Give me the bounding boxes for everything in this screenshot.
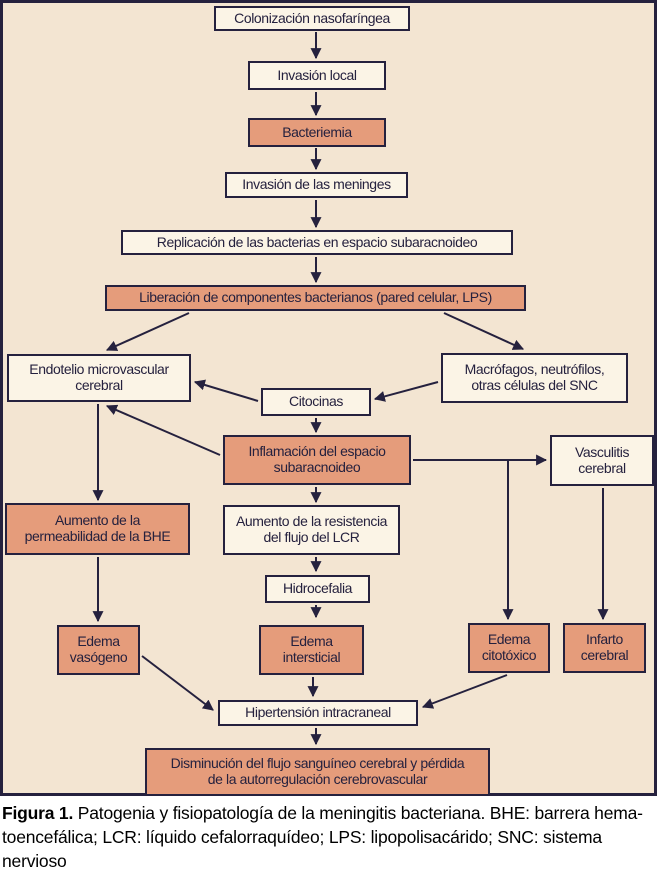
node-aumento-resistencia-lcr: Aumento de la resistencia del flujo del …: [223, 505, 400, 555]
node-disminucion-flujo: Disminución del flujo sanguíneo cerebral…: [145, 748, 490, 796]
node-macrofagos-neutrofilos: Macrófagos, neutrófilos, otras células d…: [441, 353, 628, 403]
node-colonizacion-nasofaringea: Colonización nasofaríngea: [214, 6, 410, 31]
node-citocinas: Citocinas: [261, 388, 371, 416]
node-vasculitis-cerebral: Vasculitis cerebral: [550, 435, 654, 486]
arrow-edema-vasogeno-to-hipertension: [141, 655, 214, 711]
node-infarto-cerebral: Infarto cerebral: [563, 623, 646, 673]
node-hidrocefalia: Hidrocefalia: [265, 575, 370, 603]
node-edema-intersticial: Edema intersticial: [259, 625, 364, 675]
arrow-inflamacion-to-endotelio: [105, 404, 221, 456]
node-liberacion-componentes: Liberación de componentes bacterianos (p…: [105, 285, 526, 311]
figure-caption-line2: toencefálica; LCR: líquido cefalorraquíd…: [2, 827, 602, 871]
arrow-macrofagos-to-citocinas: [373, 381, 439, 402]
node-edema-vasogeno: Edema vasógeno: [57, 625, 140, 675]
node-invasion-local: Invasión local: [248, 61, 386, 90]
arrow-liberacion-to-endotelio: [105, 312, 190, 351]
node-inflamacion-espacio: Inflamación del espacio subaracnoideo: [223, 435, 411, 485]
arrow-citocinas-to-endotelio: [193, 379, 259, 402]
node-bacteriemia: Bacteriemia: [248, 118, 386, 147]
node-replicacion-bacterias: Replicación de las bacterias en espacio …: [121, 230, 513, 255]
arrow-edema-citotoxico-to-hipertension: [421, 674, 508, 709]
node-aumento-permeabilidad-bhe: Aumento de la permeabilidad de la BHE: [5, 503, 190, 555]
node-invasion-meninges: Invasión de las meninges: [225, 172, 408, 198]
meningitis-pathogenesis-flowchart: Colonización nasofaríngea Invasión local…: [0, 0, 657, 796]
node-hipertension-intracraneal: Hipertensión intracraneal: [218, 700, 418, 726]
node-endotelio-microvascular: Endotelio microvascular cerebral: [7, 354, 191, 402]
node-edema-citotoxico: Edema citotóxico: [468, 623, 550, 673]
arrow-liberacion-to-macrofagos: [443, 312, 525, 350]
figure-caption: Figura 1. Patogenia y fisiopatología de …: [2, 801, 655, 874]
figure-caption-line1: Patogenia y fisiopatología de la meningi…: [73, 803, 643, 823]
figure-caption-label: Figura 1.: [2, 803, 74, 823]
